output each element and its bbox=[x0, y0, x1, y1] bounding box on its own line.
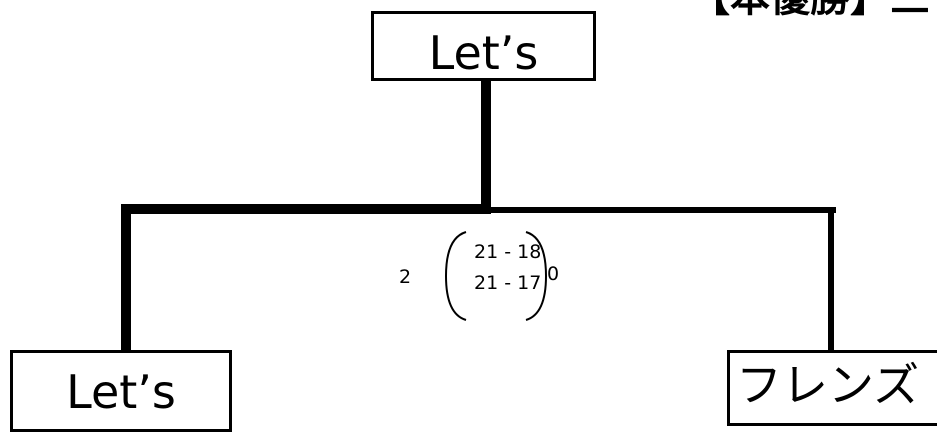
bracket-top-left-line bbox=[121, 204, 491, 214]
winner-stem-line bbox=[481, 81, 491, 211]
bracket-top-right-line bbox=[481, 207, 836, 213]
set-score-1: 21 - 18 bbox=[474, 241, 542, 263]
bracket-right-drop-line bbox=[828, 207, 834, 352]
left-sets-won: 2 bbox=[399, 266, 412, 288]
right-sets-won: 0 bbox=[547, 263, 560, 285]
left-team-name: Let’s bbox=[66, 365, 176, 419]
winner-team-box: Let’s bbox=[371, 11, 596, 81]
bracket-left-drop-line bbox=[121, 204, 131, 352]
winner-team-name: Let’s bbox=[428, 26, 539, 80]
score-right-paren bbox=[525, 231, 548, 321]
right-team-name: フレンズ bbox=[736, 358, 920, 412]
page-title: 【本優勝】三 bbox=[690, 0, 930, 18]
set-score-2: 21 - 17 bbox=[474, 272, 542, 294]
right-team-box: フレンズ bbox=[727, 350, 937, 426]
left-team-box: Let’s bbox=[10, 350, 232, 432]
score-left-paren bbox=[444, 231, 467, 321]
